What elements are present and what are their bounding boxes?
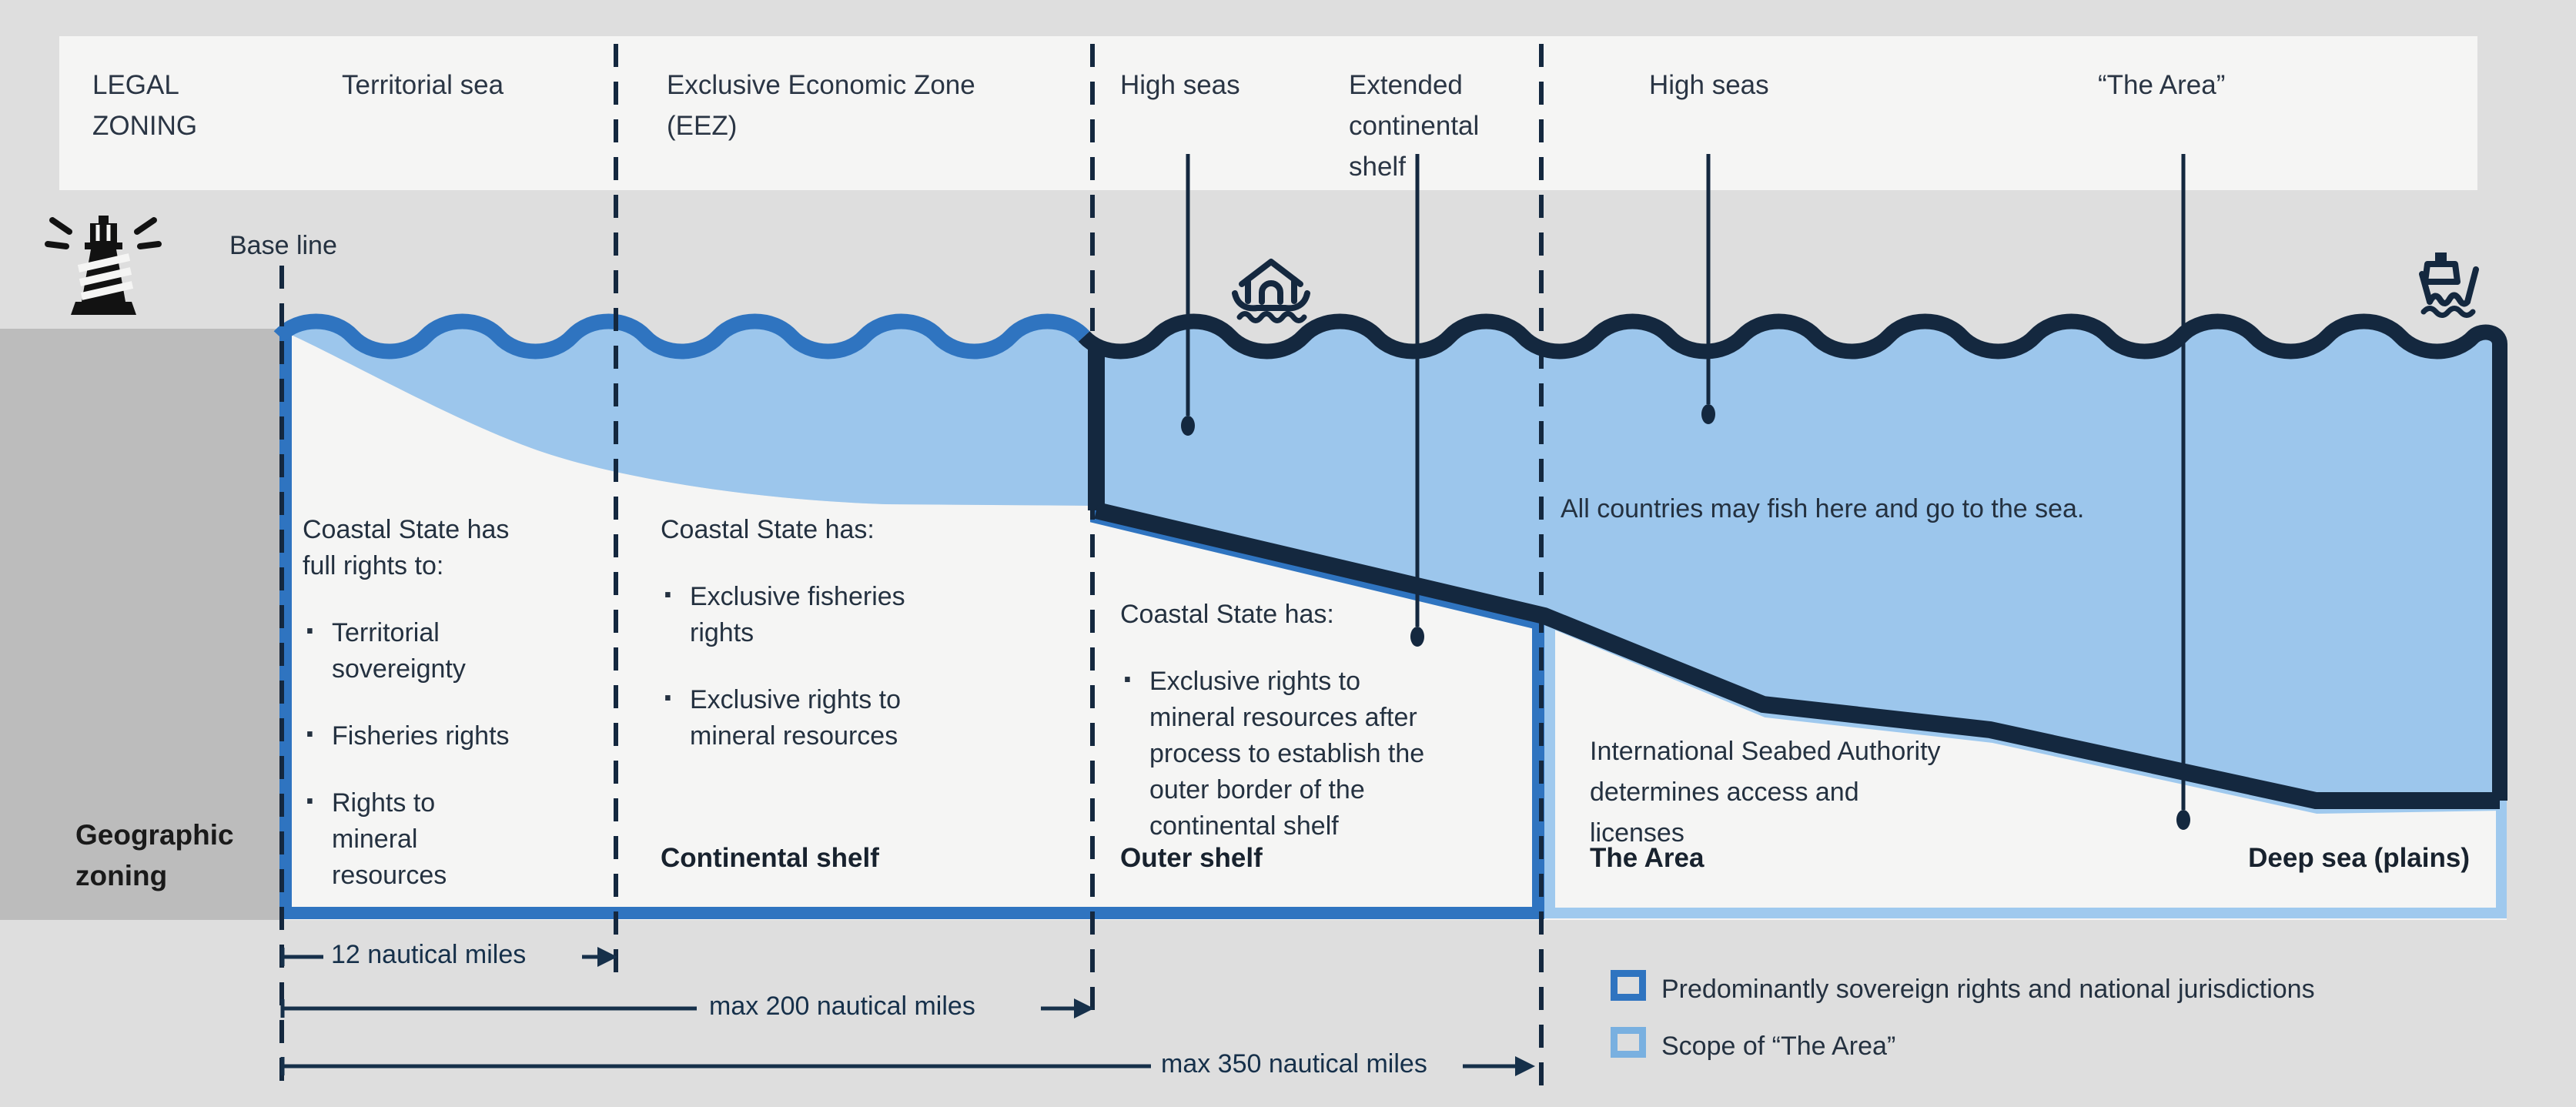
sea-surface-high-seas [1078,313,2507,801]
territorial-sea-bullets: Territorial sovereignty Fisheries rights… [303,613,512,894]
measure-200nm-label: max 200 nautical miles [709,992,975,1021]
measure-350nm-label: max 350 nautical miles [1161,1049,1427,1079]
high-seas-note: All countries may fish here and go to th… [1561,494,2085,523]
measurement-arrowheads [597,947,1535,1076]
sea-surface-territorial [273,313,1090,360]
legend-swatch-scope [1611,1027,1646,1058]
arrowhead-350nm [1515,1056,1535,1076]
harbor-icon [1232,259,1310,323]
zone-label-eez-line1: Exclusive Economic Zone [667,70,975,100]
zone-label-extended-shelf-line3: shelf [1349,152,1406,182]
zone-label-extended-shelf-line1: Extended [1349,70,1463,100]
arrowhead-12nm [597,947,617,967]
ship-icon [2419,253,2479,318]
territorial-bullet-1: Territorial sovereignty [332,618,466,684]
eez-bullets: Exclusive fisheries rights Exclusive rig… [661,577,965,754]
territorial-bullet-3: Rights to mineral resources [332,788,447,890]
the-area-leader-dot [2176,810,2190,830]
the-area-floor-label: The Area [1590,843,1705,873]
zone-label-territorial-sea: Territorial sea [342,70,504,100]
legend-label-scope: Scope of “The Area” [1661,1032,1896,1061]
continental-shelf-label: Continental shelf [661,843,879,873]
leader-lines [1186,154,2186,810]
sea-water [279,321,2500,801]
list-item: Exclusive rights to mineral resources [661,680,965,754]
zone-label-eez-line2: (EEZ) [667,111,738,141]
list-item: Exclusive fisheries rights [661,577,965,651]
territorial-sea-info: Coastal State has full rights to: Territ… [303,512,512,894]
list-item: Rights to mineral resources [303,783,512,894]
legal-zoning-title: LEGAL ZONING [92,65,197,146]
list-item: Territorial sovereignty [303,613,512,687]
outer-shelf-label: Outer shelf [1120,843,1263,873]
zone-label-high-seas-right: High seas [1649,70,1769,100]
eez-bullet-1: Exclusive fisheries rights [690,582,905,647]
list-item: Exclusive rights to mineral resources af… [1120,661,1444,844]
legal-zoning-title-line2: ZONING [92,111,198,141]
outer-shelf-bullets: Exclusive rights to mineral resources af… [1120,661,1444,844]
isa-note: International Seabed Authority determine… [1590,737,1941,848]
seabed-area [281,330,2507,920]
eez-intro: Coastal State has: [661,515,875,544]
land-area [0,329,281,920]
zone-label-eez: Exclusive Economic Zone (EEZ) [667,65,975,146]
extended-shelf-leader-dot [1410,627,1424,647]
territorial-sea-intro: Coastal State has full rights to: [303,515,510,580]
deep-sea-label: Deep sea (plains) [2248,843,2470,873]
high-seas-right-leader-dot [1701,404,1715,424]
legal-zoning-title-line1: LEGAL [92,70,179,100]
zone-label-extended-shelf: Extended continental shelf [1349,65,1479,187]
high-seas-left-leader-dot [1181,416,1195,436]
geographic-zoning-line2: zoning [75,860,168,891]
eez-info: Coastal State has: Exclusive fisheries r… [661,512,965,754]
continental-slope-line [1094,502,2500,809]
lighthouse-icon [45,216,162,315]
outer-shelf-intro: Coastal State has: [1120,600,1334,629]
geographic-zoning-label: Geographic zoning [75,814,234,896]
zone-label-high-seas-left: High seas [1120,70,1240,100]
measure-12nm-label: 12 nautical miles [331,940,527,969]
geographic-zoning-line1: Geographic [75,819,234,851]
legend-swatch-sovereign [1611,970,1646,1001]
zone-label-extended-shelf-line2: continental [1349,111,1480,141]
outer-shelf-info: Coastal State has: Exclusive rights to m… [1120,597,1444,844]
legend-label-sovereign: Predominantly sovereign rights and natio… [1661,975,2315,1004]
zone-label-the-area: “The Area” [2098,70,2226,100]
eez-bullet-2: Exclusive rights to mineral resources [690,685,901,751]
base-line-label: Base line [229,231,337,260]
arrowhead-200nm [1074,998,1094,1018]
legal-zoning-bar [59,36,2477,190]
territorial-bullet-2: Fisheries rights [332,721,510,751]
leader-dots [1181,404,2190,830]
outer-shelf-bullet-1: Exclusive rights to mineral resources af… [1149,667,1425,841]
list-item: Fisheries rights [303,716,512,754]
